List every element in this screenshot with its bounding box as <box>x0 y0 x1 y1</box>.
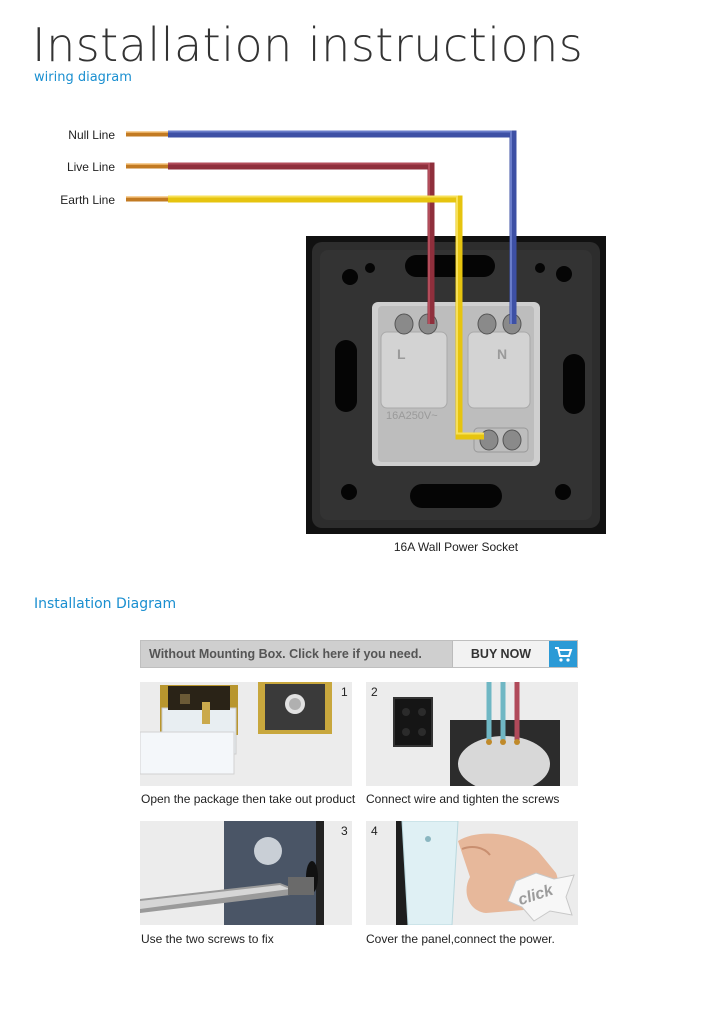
step-3-caption: Use the two screws to fix <box>141 932 274 946</box>
terminal-n-label: N <box>497 346 508 362</box>
step-3-image <box>140 821 352 925</box>
package-illustration <box>140 682 352 786</box>
step-1-number: 1 <box>341 685 348 699</box>
rating-text: 16A250V~ <box>386 410 438 422</box>
live-line-label: Live Line <box>66 160 115 174</box>
banner-text: Without Mounting Box. Click here if you … <box>149 647 422 661</box>
earth-line-label: Earth Line <box>60 193 115 207</box>
mounting-holes <box>335 255 585 508</box>
screwdriver-illustration <box>140 821 352 925</box>
step-4-image: click <box>366 821 578 925</box>
step-2-caption: Connect wire and tighten the screws <box>366 792 560 806</box>
cart-icon <box>555 647 573 662</box>
installation-diagram-label: Installation Diagram <box>34 596 177 612</box>
buy-mounting-box-banner[interactable]: Without Mounting Box. Click here if you … <box>140 640 578 668</box>
step-4-number: 4 <box>371 824 378 838</box>
null-line-label: Null Line <box>68 128 115 142</box>
step-3-number: 3 <box>341 824 348 838</box>
connect-wires-illustration <box>366 682 578 786</box>
wiring-diagram-label: wiring diagram <box>34 70 132 85</box>
cover-panel-illustration <box>366 821 578 925</box>
page-title: Installation instructions <box>32 18 584 72</box>
terminal-l-label: L <box>397 346 406 362</box>
step-2-number: 2 <box>371 685 378 699</box>
cart-button[interactable] <box>549 641 577 667</box>
step-1-image <box>140 682 352 786</box>
step-4-caption: Cover the panel,connect the power. <box>366 932 555 946</box>
socket-caption: 16A Wall Power Socket <box>393 540 519 554</box>
buy-now-button[interactable]: BUY NOW <box>452 641 549 667</box>
step-1-caption: Open the package then take out product <box>141 792 356 806</box>
wiring-diagram <box>126 130 606 534</box>
wires <box>126 130 517 440</box>
step-2-image <box>366 682 578 786</box>
